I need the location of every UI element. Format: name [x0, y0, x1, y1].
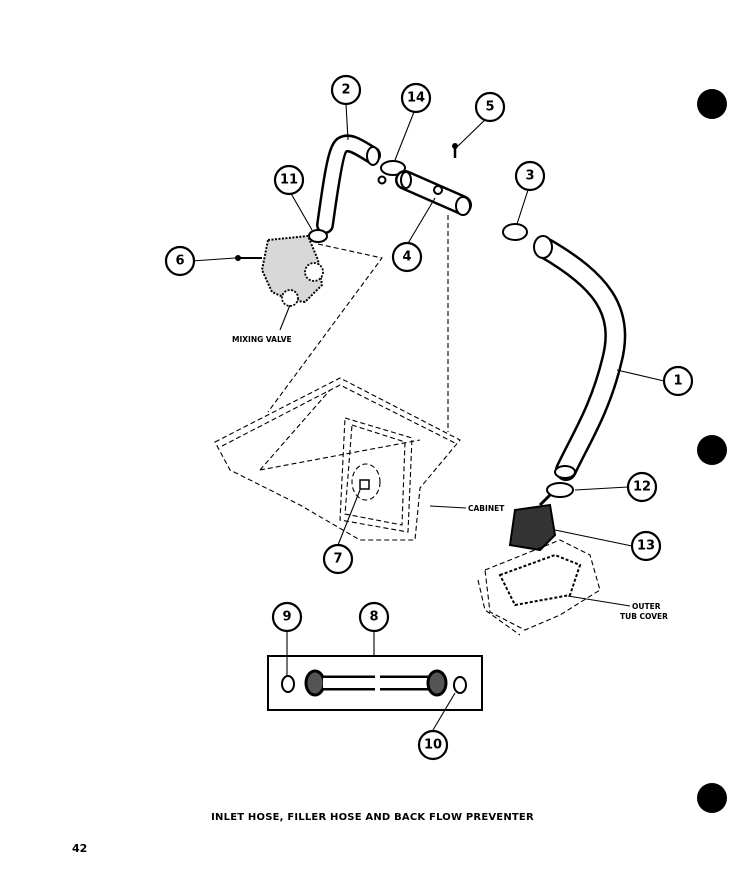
callout-11: 11	[273, 164, 305, 196]
cabinet-outline	[214, 377, 461, 541]
callout-8: 8	[358, 601, 390, 633]
hose-clamp-11	[308, 229, 328, 243]
callout-2: 2	[330, 74, 362, 106]
callout-4: 4	[391, 241, 423, 273]
elbow-hose	[316, 134, 381, 234]
outer-tub-cover	[477, 539, 601, 636]
screw	[452, 143, 458, 158]
callout-9: 9	[271, 601, 303, 633]
callout-12: 12	[626, 471, 658, 503]
binder-hole-bottom	[697, 783, 727, 813]
label-outer-tub-cover-line2: TUB COVER	[620, 612, 668, 621]
callout-14: 14	[400, 82, 432, 114]
svg-text:2: 2	[341, 83, 350, 98]
hose-clamp-12	[546, 482, 574, 498]
svg-text:10: 10	[424, 738, 442, 753]
hose-clamp-3	[502, 223, 528, 241]
callout-5: 5	[474, 91, 506, 123]
svg-text:14: 14	[407, 91, 425, 106]
binder-hole-middle	[697, 435, 727, 465]
svg-text:1: 1	[673, 374, 682, 389]
assembly-line-valve	[267, 243, 383, 413]
label-mixing-valve: MIXING VALVE	[232, 335, 292, 344]
inlet-hose-kit	[267, 655, 483, 711]
callout-3: 3	[514, 160, 546, 192]
label-cabinet: CABINET	[468, 504, 505, 513]
svg-text:11: 11	[280, 173, 298, 188]
leader-lines	[191, 103, 665, 731]
binder-hole-top	[697, 89, 727, 119]
svg-text:4: 4	[402, 250, 411, 265]
filler-hose	[533, 235, 627, 481]
svg-text:12: 12	[633, 480, 651, 495]
svg-text:9: 9	[282, 610, 291, 625]
connector-tube	[395, 170, 472, 216]
svg-text:6: 6	[175, 254, 184, 269]
callout-1: 1	[662, 365, 694, 397]
svg-text:13: 13	[637, 539, 655, 554]
callout-10: 10	[417, 729, 449, 761]
svg-text:8: 8	[369, 610, 378, 625]
callout-7: 7	[322, 543, 354, 575]
filler-nozzle	[508, 493, 557, 552]
page-number: 42	[72, 842, 88, 855]
svg-text:3: 3	[525, 169, 534, 184]
diagram-caption: INLET HOSE, FILLER HOSE AND BACK FLOW PR…	[211, 812, 534, 823]
svg-text:7: 7	[333, 552, 342, 567]
callout-13: 13	[630, 530, 662, 562]
hose-clamp-14	[377, 160, 406, 185]
label-outer-tub-cover-line1: OUTER	[632, 602, 661, 611]
svg-text:5: 5	[485, 100, 494, 115]
mixing-valve	[235, 234, 324, 307]
callout-6: 6	[164, 245, 196, 277]
